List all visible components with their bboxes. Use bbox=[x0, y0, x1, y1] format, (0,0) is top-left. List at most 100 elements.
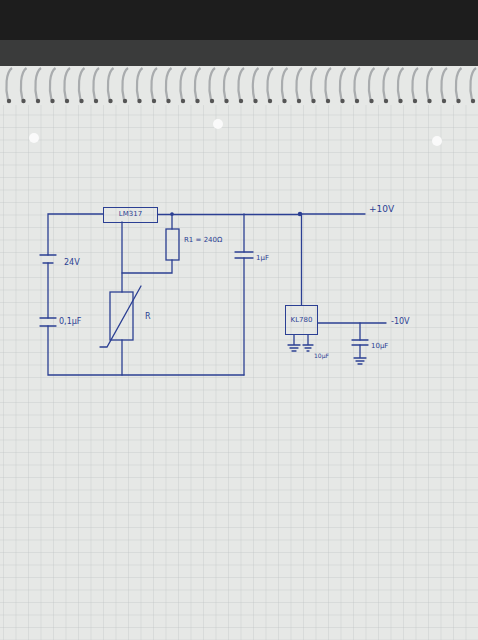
ground-symbol bbox=[288, 335, 300, 351]
ring-hole bbox=[65, 99, 69, 103]
spiral-ring bbox=[166, 68, 172, 100]
capacitor-symbol bbox=[352, 340, 368, 345]
ring-hole bbox=[326, 99, 330, 103]
ring-hole bbox=[181, 99, 185, 103]
spiral-ring bbox=[238, 68, 244, 100]
component-name: LM317 bbox=[119, 211, 142, 218]
ring-hole bbox=[427, 99, 431, 103]
wire bbox=[47, 263, 48, 318]
wire bbox=[243, 214, 244, 252]
spiral-ring bbox=[50, 68, 56, 100]
ring-hole bbox=[50, 99, 54, 103]
capacitor-symbol bbox=[235, 252, 253, 258]
spiral-ring bbox=[427, 68, 433, 100]
ring-hole bbox=[166, 99, 170, 103]
spiral-ring bbox=[79, 68, 85, 100]
component-value: +10V bbox=[369, 205, 394, 215]
component-value: 1µF bbox=[256, 255, 269, 263]
ring-hole bbox=[210, 99, 214, 103]
spiral-ring bbox=[470, 68, 476, 100]
wire bbox=[121, 340, 122, 375]
ring-hole bbox=[442, 99, 446, 103]
ring-hole bbox=[7, 99, 11, 103]
variable-resistor-symbol bbox=[110, 292, 133, 340]
regulator-ic: LM317 bbox=[103, 207, 158, 223]
spiral-ring bbox=[108, 68, 114, 100]
spiral-ring bbox=[325, 68, 331, 100]
spiral-ring bbox=[311, 68, 317, 100]
ring-hole bbox=[94, 99, 98, 103]
ring-hole bbox=[355, 99, 359, 103]
ring-hole bbox=[36, 99, 40, 103]
wire bbox=[48, 326, 244, 375]
spiral-ring bbox=[195, 68, 201, 100]
ring-hole bbox=[21, 99, 25, 103]
wire bbox=[121, 222, 122, 292]
component-value: 10µF bbox=[314, 353, 329, 360]
spiral-ring bbox=[369, 68, 375, 100]
spiral-ring bbox=[137, 68, 143, 100]
component-name: KL780 bbox=[291, 317, 313, 324]
ring-hole bbox=[79, 99, 83, 103]
spiral-ring bbox=[441, 68, 447, 100]
spiral-ring bbox=[64, 68, 70, 100]
spiral-ring bbox=[456, 68, 462, 100]
desk-edge bbox=[0, 40, 478, 70]
wire bbox=[243, 258, 244, 375]
capacitor-symbol bbox=[40, 318, 56, 326]
spiral-ring bbox=[209, 68, 215, 100]
component-value: 0,1µF bbox=[59, 318, 81, 327]
ring-hole bbox=[369, 99, 373, 103]
battery-symbol bbox=[40, 254, 56, 255]
component-value: R bbox=[145, 313, 151, 322]
spiral-ring bbox=[122, 68, 128, 100]
spiral-ring bbox=[383, 68, 389, 100]
spiral-ring bbox=[267, 68, 273, 100]
ring-hole bbox=[471, 99, 475, 103]
spiral-ring bbox=[151, 68, 157, 100]
ring-hole bbox=[384, 99, 388, 103]
spiral-ring bbox=[21, 68, 27, 100]
wire bbox=[122, 260, 172, 273]
paper-sheet bbox=[0, 66, 478, 640]
grid-lines bbox=[0, 105, 478, 640]
spiral-ring bbox=[224, 68, 230, 100]
punch-hole bbox=[213, 119, 223, 129]
wire bbox=[158, 215, 302, 306]
spiral-ring bbox=[180, 68, 186, 100]
component-value: 24V bbox=[64, 259, 80, 268]
spiral-ring bbox=[35, 68, 41, 100]
ring-hole bbox=[239, 99, 243, 103]
wire bbox=[359, 323, 360, 340]
spiral-ring bbox=[6, 68, 12, 100]
wire bbox=[171, 214, 172, 229]
ring-hole bbox=[195, 99, 199, 103]
variable-resistor-arrow bbox=[100, 286, 141, 347]
spiral-ring bbox=[296, 68, 302, 100]
ring-hole bbox=[311, 99, 315, 103]
ring-hole bbox=[224, 99, 228, 103]
ring-hole bbox=[152, 99, 156, 103]
spiral-ring bbox=[340, 68, 346, 100]
spiral-ring bbox=[93, 68, 99, 100]
wire bbox=[48, 214, 103, 255]
ground-symbol bbox=[354, 345, 366, 364]
punch-hole bbox=[29, 133, 39, 143]
spiral-ring bbox=[253, 68, 259, 100]
resistor-symbol bbox=[166, 229, 179, 260]
ring-hole bbox=[282, 99, 286, 103]
ring-hole bbox=[456, 99, 460, 103]
component-value: R1 = 240Ω bbox=[184, 237, 222, 245]
regulator-ic: KL780 bbox=[285, 305, 318, 335]
ring-hole bbox=[297, 99, 301, 103]
ring-hole bbox=[268, 99, 272, 103]
punch-hole bbox=[432, 136, 442, 146]
ring-hole bbox=[253, 99, 257, 103]
ring-hole bbox=[137, 99, 141, 103]
spiral-binding bbox=[6, 68, 476, 103]
ring-hole bbox=[398, 99, 402, 103]
ground-symbol bbox=[303, 335, 313, 351]
component-value: -10V bbox=[391, 318, 410, 327]
spiral-ring bbox=[282, 68, 288, 100]
ring-hole bbox=[340, 99, 344, 103]
